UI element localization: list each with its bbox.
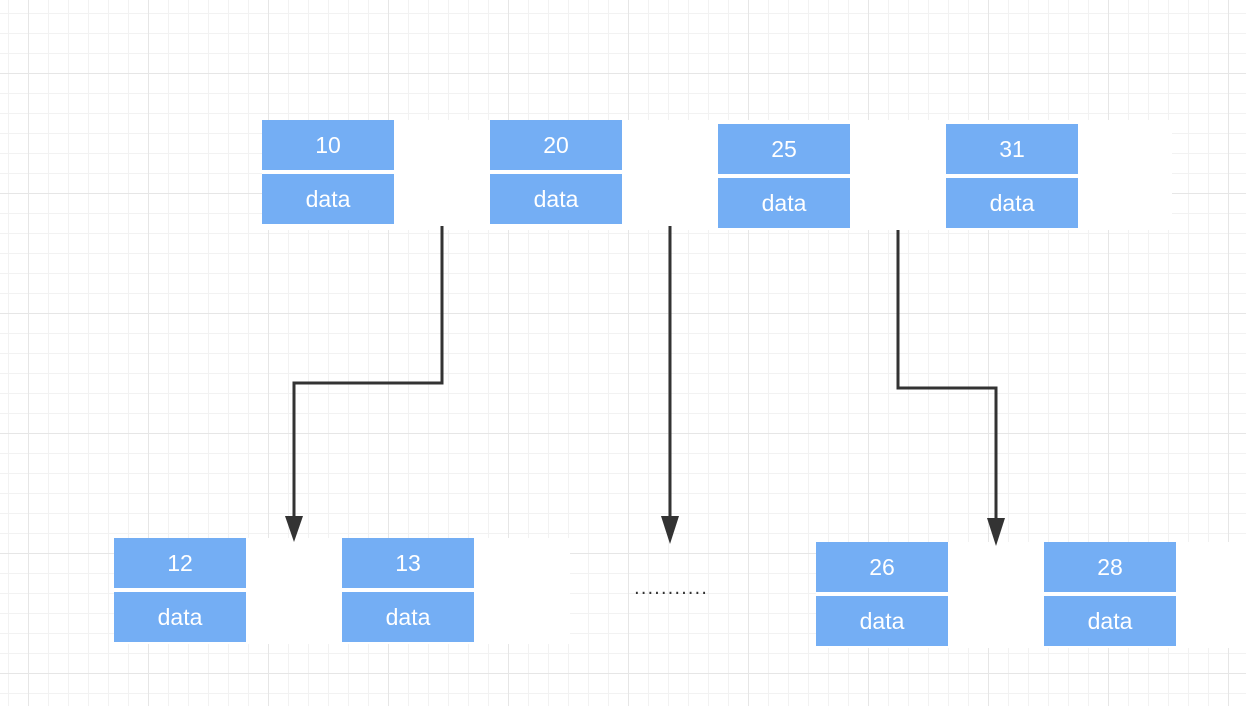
key-label: 20 <box>490 120 622 170</box>
leaf-cell-13: 13 data <box>342 538 474 642</box>
arrowhead-left <box>285 516 303 542</box>
arrowhead-middle <box>661 516 679 544</box>
root-cell-20: 20 data <box>490 120 622 224</box>
data-label: data <box>718 178 850 228</box>
key-label: 31 <box>946 124 1078 174</box>
leaf-cell-12: 12 data <box>114 538 246 642</box>
root-cell-10: 10 data <box>262 120 394 224</box>
data-label: data <box>816 596 948 646</box>
key-label: 13 <box>342 538 474 588</box>
data-label: data <box>114 592 246 642</box>
leaf-cell-28: 28 data <box>1044 542 1176 646</box>
root-cell-25: 25 data <box>718 124 850 228</box>
arrowhead-right <box>987 518 1005 546</box>
key-label: 12 <box>114 538 246 588</box>
data-label: data <box>262 174 394 224</box>
data-label: data <box>1044 596 1176 646</box>
data-label: data <box>490 174 622 224</box>
pointer-arrow-left <box>292 226 444 522</box>
key-label: 25 <box>718 124 850 174</box>
key-label: 10 <box>262 120 394 170</box>
root-cell-31: 31 data <box>946 124 1078 228</box>
ellipsis-label: ........... <box>634 578 708 599</box>
key-label: 26 <box>816 542 948 592</box>
leaf-cell-26: 26 data <box>816 542 948 646</box>
data-label: data <box>946 178 1078 228</box>
key-label: 28 <box>1044 542 1176 592</box>
data-label: data <box>342 592 474 642</box>
pointer-arrow-right <box>896 230 998 524</box>
